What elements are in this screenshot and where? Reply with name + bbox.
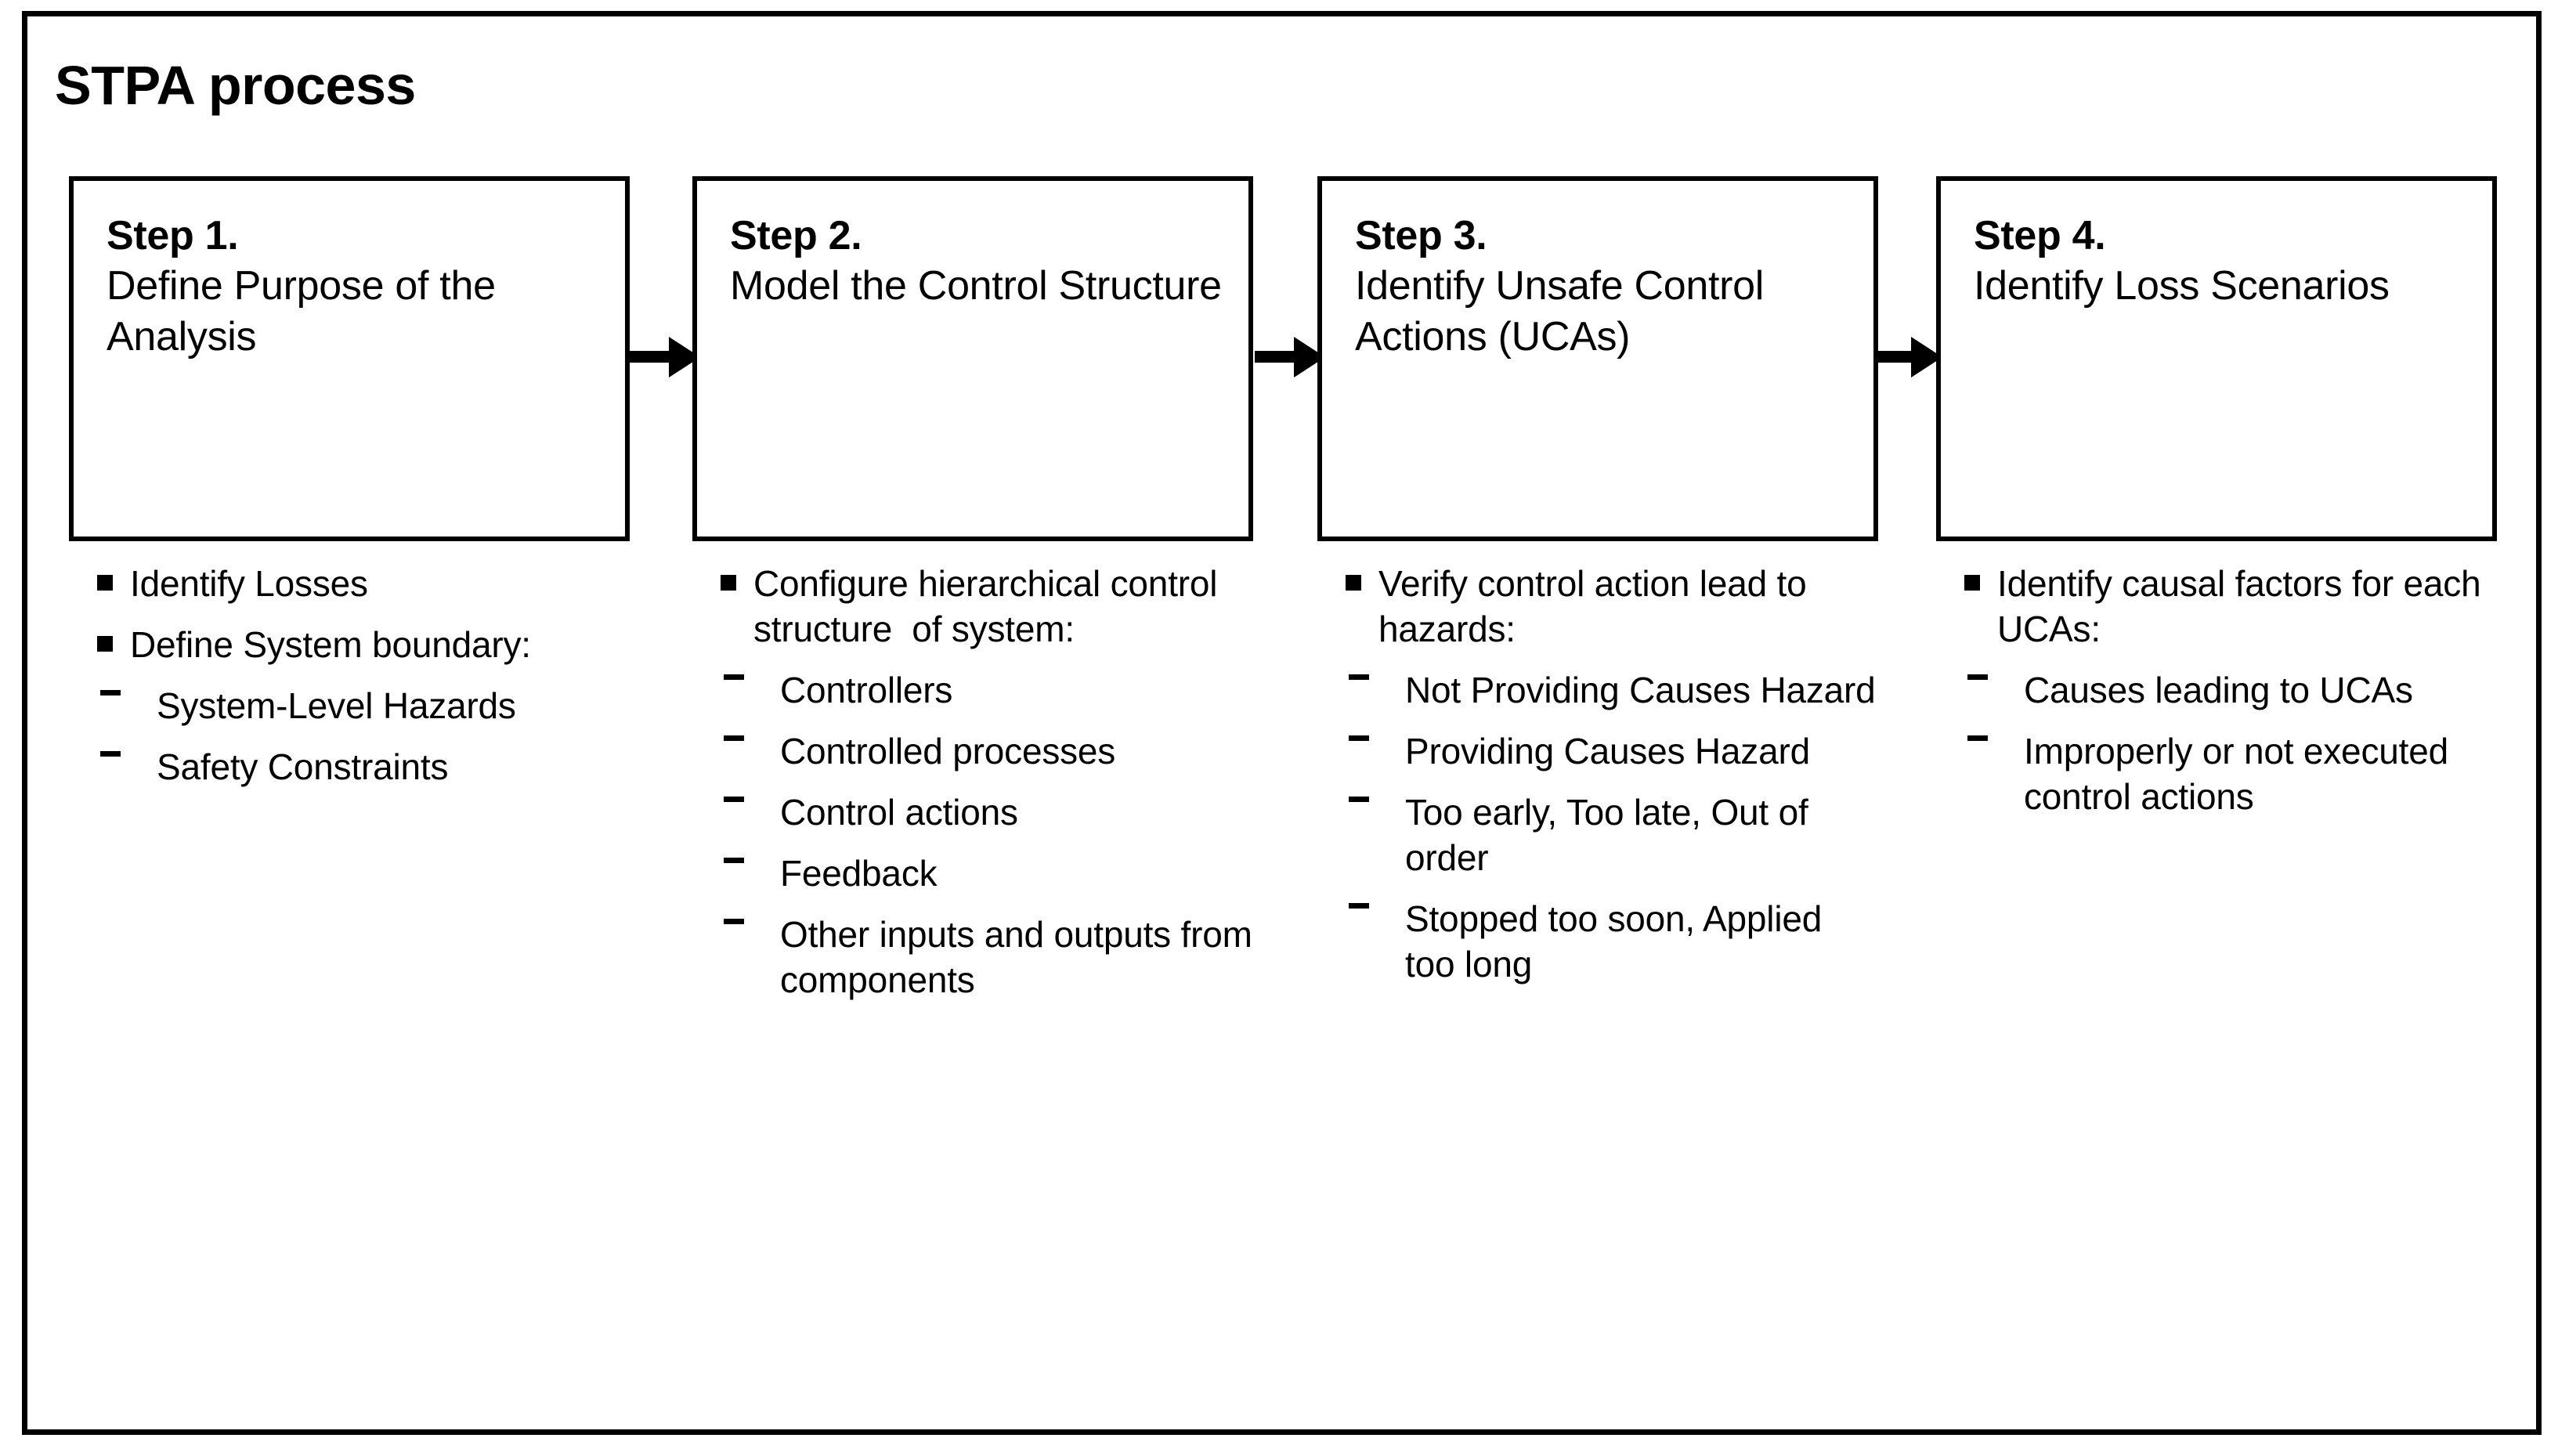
step-1-bullet-list: Identify Losses Define System boundary: …: [69, 562, 630, 790]
list-item: Causes leading to UCAs: [1936, 668, 2497, 714]
step-2-label: Step 2.: [730, 213, 862, 258]
step-4-title: Identify Loss Scenarios: [1974, 263, 2390, 309]
step-column-2: Step 2. Model the Control Structure Conf…: [692, 176, 1253, 1019]
list-item-label: Safety Constraints: [157, 746, 449, 787]
list-item: Stopped too soon, Applied too long: [1317, 897, 1878, 988]
step-4-label: Step 4.: [1974, 213, 2106, 258]
list-item: Not Providing Causes Hazard: [1317, 668, 1878, 714]
square-bullet-icon: [1346, 575, 1361, 591]
dash-bullet-icon: [724, 796, 744, 802]
square-bullet-icon: [97, 635, 113, 652]
list-item-label: Too early, Too late, Out of order: [1405, 791, 1819, 878]
page-title: STPA process: [55, 55, 416, 116]
list-item: Feedback: [692, 851, 1253, 897]
step-box-2: Step 2. Model the Control Structure: [692, 176, 1253, 541]
list-item: Verify control action lead to hazards:: [1317, 562, 1878, 652]
list-item-label: Other inputs and outputs from components: [780, 913, 1252, 1000]
arrow-shaft: [1255, 351, 1300, 363]
step-column-1: Step 1. Define Purpose of the Analysis I…: [69, 176, 630, 806]
list-item-label: Providing Causes Hazard: [1405, 730, 1810, 771]
list-item: System-Level Hazards: [69, 684, 630, 729]
list-item-label: Define System boundary:: [130, 623, 531, 665]
step-3-title: Identify Unsafe Control Actions (UCAs): [1355, 263, 1765, 359]
list-item: Too early, Too late, Out of order: [1317, 790, 1878, 881]
dash-bullet-icon: [724, 918, 744, 924]
list-item-label: Control actions: [780, 791, 1018, 833]
list-item: Configure hierarchical control structure…: [692, 562, 1253, 652]
list-item: Define System boundary:: [69, 623, 630, 668]
step-box-4: Step 4. Identify Loss Scenarios: [1936, 176, 2497, 541]
dash-bullet-icon: [724, 857, 744, 863]
dash-bullet-icon: [1967, 735, 1988, 741]
list-item: Providing Causes Hazard: [1317, 729, 1878, 775]
list-item: Other inputs and outputs from components: [692, 912, 1253, 1003]
list-item-label: System-Level Hazards: [157, 685, 516, 726]
step-3-bullet-list: Verify control action lead to hazards: N…: [1317, 562, 1878, 988]
list-item-label: Feedback: [780, 852, 938, 894]
step-4-bullet-list: Identify causal factors for each UCAs: C…: [1936, 562, 2497, 820]
list-item: Identify Losses: [69, 562, 630, 607]
list-item: Improperly or not executed control actio…: [1936, 729, 2497, 820]
dash-bullet-icon: [100, 689, 121, 695]
step-3-label: Step 3.: [1355, 213, 1487, 258]
step-column-3: Step 3. Identify Unsafe Control Actions …: [1317, 176, 1878, 1003]
list-item: Controlled processes: [692, 729, 1253, 775]
list-item: Safety Constraints: [69, 745, 630, 790]
list-item-label: Verify control action lead to hazards:: [1378, 563, 1817, 649]
list-item-label: Identify Losses: [130, 563, 368, 604]
list-item-label: Controllers: [780, 669, 953, 710]
dash-bullet-icon: [100, 750, 121, 757]
dash-bullet-icon: [1349, 674, 1369, 680]
list-item: Control actions: [692, 790, 1253, 836]
list-item-label: Causes leading to UCAs: [2024, 669, 2413, 710]
list-item-label: Stopped too soon, Applied too long: [1405, 898, 1832, 985]
list-item-label: Improperly or not executed control actio…: [2024, 730, 2459, 817]
arrow-step3-to-step4-icon: [1872, 337, 1942, 378]
list-item: Identify causal factors for each UCAs:: [1936, 562, 2497, 652]
dash-bullet-icon: [1349, 735, 1369, 741]
arrow-step2-to-step3-icon: [1255, 337, 1325, 378]
step-box-3: Step 3. Identify Unsafe Control Actions …: [1317, 176, 1878, 541]
dash-bullet-icon: [724, 674, 744, 680]
dash-bullet-icon: [724, 735, 744, 741]
arrow-shaft: [630, 351, 675, 363]
list-item-label: Identify causal factors for each UCAs:: [1997, 563, 2491, 649]
step-2-title: Model the Control Structure: [730, 263, 1222, 309]
square-bullet-icon: [1964, 575, 1980, 591]
dash-bullet-icon: [1967, 674, 1988, 680]
step-box-1: Step 1. Define Purpose of the Analysis: [69, 176, 630, 541]
list-item-label: Not Providing Causes Hazard: [1405, 669, 1876, 710]
dash-bullet-icon: [1349, 902, 1369, 909]
arrow-shaft: [1872, 351, 1917, 363]
step-1-title: Define Purpose of the Analysis: [107, 263, 496, 359]
square-bullet-icon: [97, 575, 113, 591]
list-item: Controllers: [692, 668, 1253, 714]
list-item-label: Controlled processes: [780, 730, 1116, 771]
step-column-4: Step 4. Identify Loss Scenarios Identify…: [1936, 176, 2497, 836]
arrow-step1-to-step2-icon: [630, 337, 700, 378]
square-bullet-icon: [721, 575, 736, 591]
dash-bullet-icon: [1349, 796, 1369, 802]
step-2-bullet-list: Configure hierarchical control structure…: [692, 562, 1253, 1003]
step-1-label: Step 1.: [107, 213, 239, 258]
list-item-label: Configure hierarchical control structure…: [753, 563, 1227, 649]
